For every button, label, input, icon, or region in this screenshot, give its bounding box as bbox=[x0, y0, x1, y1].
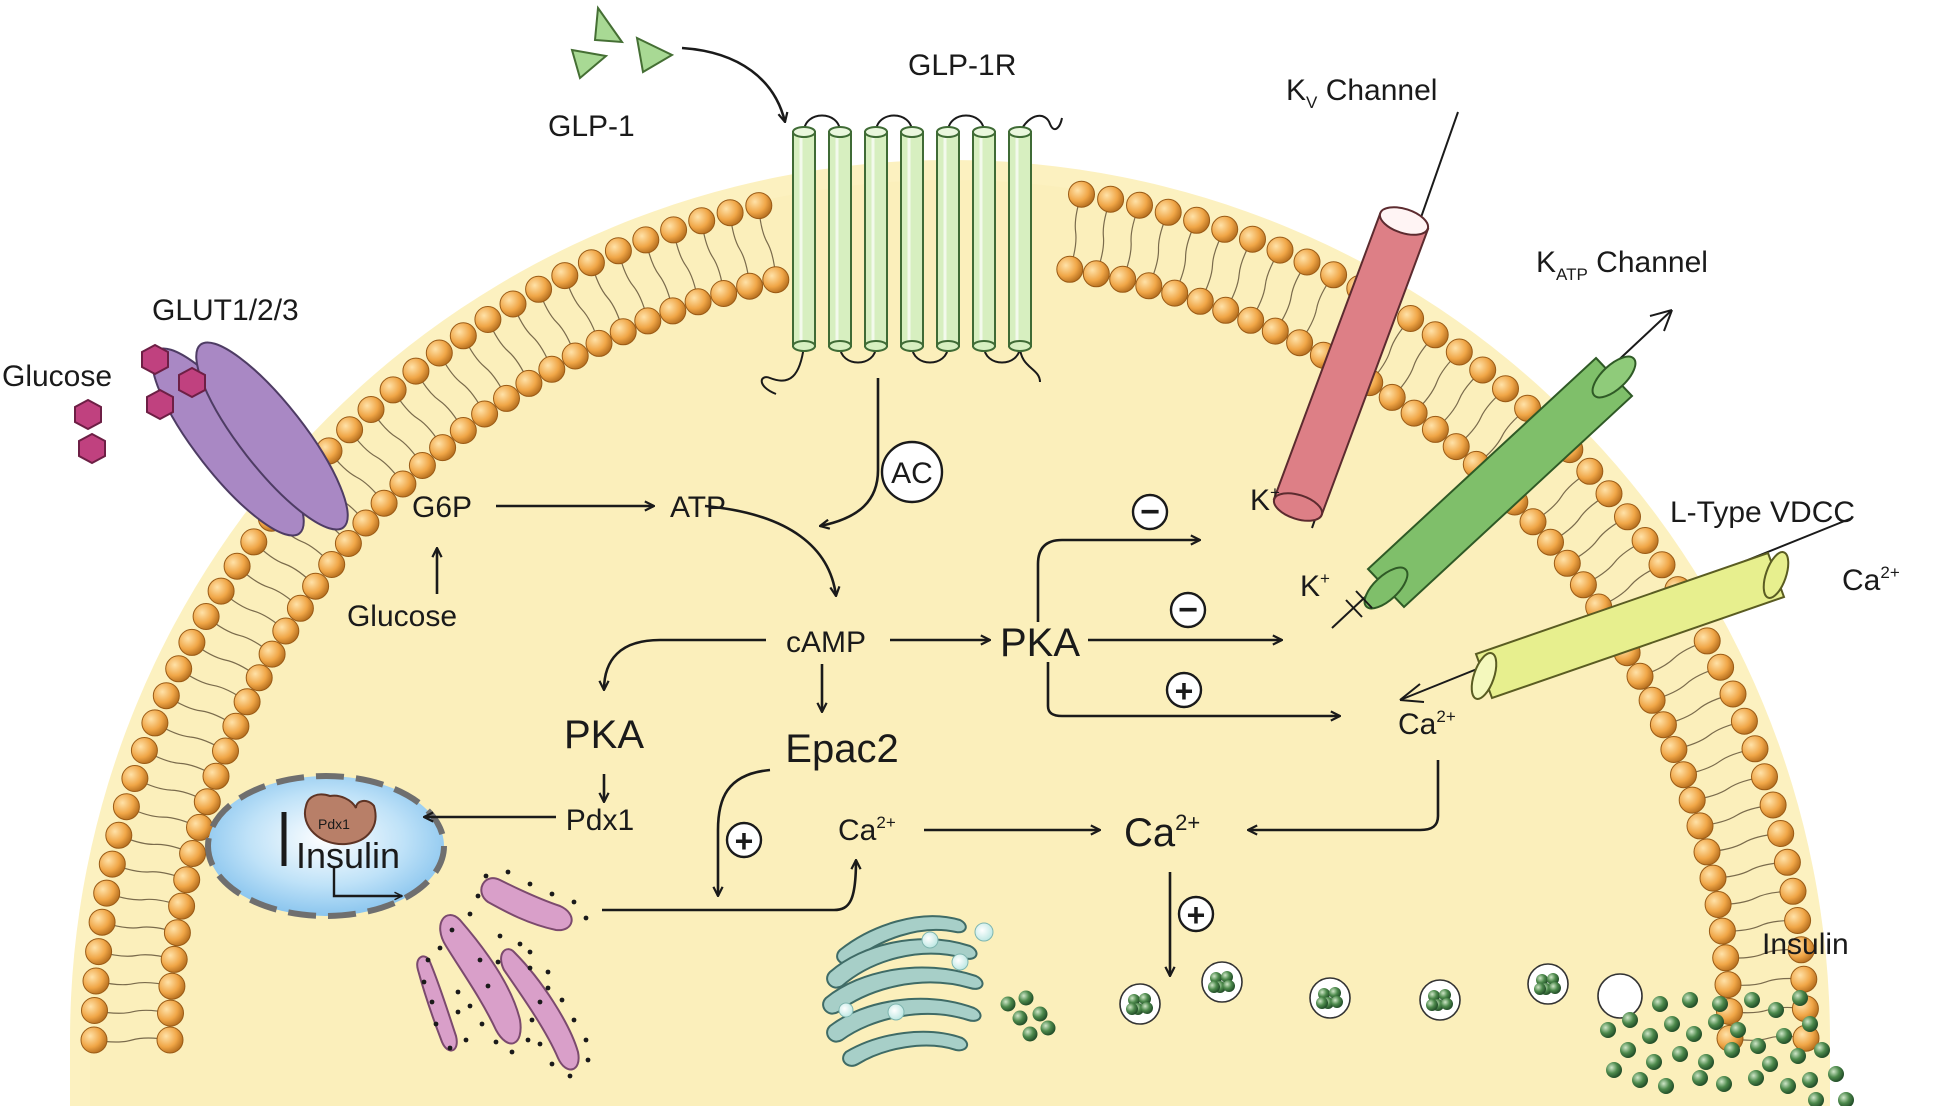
svg-text:−: − bbox=[1178, 591, 1198, 629]
glucose-molecules bbox=[74, 343, 206, 465]
glp1-binding-arrow bbox=[681, 46, 785, 122]
ca-er-label: Ca2+ bbox=[838, 813, 896, 847]
g6p-label: G6P bbox=[412, 491, 472, 524]
ca-outside-label: Ca2+ bbox=[1842, 563, 1900, 597]
glucose-inside-label: Glucose bbox=[347, 600, 457, 633]
sign-ca-pka: + bbox=[1165, 671, 1203, 709]
svg-text:+: + bbox=[735, 823, 754, 859]
katp-channel bbox=[1331, 309, 1673, 629]
svg-text:+: + bbox=[1187, 897, 1206, 933]
glp1r-receptor bbox=[760, 114, 1063, 395]
epac2-label: Epac2 bbox=[785, 727, 898, 771]
pdx1-label: Pdx1 bbox=[566, 804, 634, 837]
glp1r-label: GLP-1R bbox=[908, 49, 1016, 82]
transcription-arrow bbox=[332, 868, 402, 896]
sign-kv: − bbox=[1131, 493, 1169, 531]
insulin-granules bbox=[1000, 961, 1854, 1106]
endoplasmic-reticulum bbox=[416, 869, 591, 1079]
insulin-outside-label: Insulin bbox=[1762, 928, 1849, 961]
insulin-gene-label: Insulin bbox=[296, 835, 400, 876]
adenylyl-cyclase: AC bbox=[880, 440, 944, 504]
svg-text:+: + bbox=[1175, 673, 1194, 709]
sign-katp: − bbox=[1169, 591, 1207, 629]
svg-text:AC: AC bbox=[891, 457, 933, 490]
nucleus bbox=[205, 773, 447, 919]
glp1-label: GLP-1 bbox=[548, 110, 635, 143]
katp-channel-label: KATP Channel bbox=[1536, 246, 1708, 284]
pdx1-protein-label: Pdx1 bbox=[318, 816, 350, 832]
l-type-vdcc-label: L-Type VDCC bbox=[1670, 496, 1855, 529]
svg-text:−: − bbox=[1140, 493, 1160, 531]
pka-left-label: PKA bbox=[564, 713, 644, 757]
pka-right-label: PKA bbox=[1000, 621, 1080, 665]
sign-exocytosis: + bbox=[1177, 895, 1215, 933]
l-type-vdcc bbox=[1399, 517, 1853, 703]
atp-label: ATP bbox=[670, 491, 726, 524]
er-ribosomes bbox=[421, 869, 591, 1079]
golgi-apparatus bbox=[822, 915, 994, 1067]
sign-epac: + bbox=[725, 821, 763, 859]
glucose-outside-label: Glucose bbox=[2, 360, 112, 393]
pathway-arrows bbox=[424, 378, 1440, 976]
glut-label: GLUT1/2/3 bbox=[152, 294, 299, 327]
kv-channel bbox=[1272, 111, 1459, 529]
pdx1-protein bbox=[303, 793, 377, 846]
glp1-ligand bbox=[570, 5, 675, 80]
camp-label: cAMP bbox=[786, 626, 866, 659]
k-plus-kv-label: K+ bbox=[1250, 483, 1280, 517]
kv-channel-label: KV Channel bbox=[1286, 74, 1437, 112]
k-plus-katp-label: K+ bbox=[1300, 569, 1330, 603]
ca-main-label: Ca2+ bbox=[1124, 810, 1200, 855]
ca-vdcc-label: Ca2+ bbox=[1398, 707, 1456, 741]
